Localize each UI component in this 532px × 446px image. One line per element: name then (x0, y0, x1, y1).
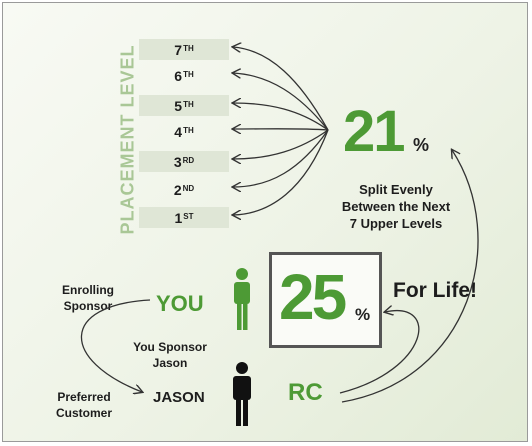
for-life-caption: For Life! (393, 279, 477, 302)
level-3-num: 3 (173, 153, 182, 170)
level-2-suffix: ND (182, 184, 195, 193)
level-6-num: 6 (174, 67, 183, 84)
level-4-num: 4 (174, 123, 183, 140)
preferred-line-2: Customer (55, 406, 112, 420)
level-6-suffix: TH (183, 70, 194, 79)
you-to-jason-arrow (80, 299, 151, 392)
direct-share-value: 25 (279, 261, 347, 333)
direct-share-box (269, 252, 382, 348)
enrolling-line-1: Enrolling (62, 283, 114, 297)
level-3-suffix: RD (182, 156, 195, 165)
upper-share-unit: % (413, 135, 430, 155)
rc-to-21-arrow (341, 150, 479, 403)
direct-share-unit: % (355, 305, 371, 324)
arrow-to-level-7 (233, 47, 329, 131)
split-evenly-text: Split Evenly Between the Next 7 Upper Le… (311, 181, 481, 232)
you-sponsor-jason-label: You Sponsor Jason (125, 339, 215, 371)
person-jason-icon (233, 362, 251, 426)
arrow-to-level-3 (233, 129, 329, 159)
arrow-to-level-5 (233, 103, 329, 131)
sponsor-line-2: Jason (152, 356, 188, 370)
level-7-num: 7 (174, 41, 183, 58)
level-7-suffix: TH (183, 44, 194, 53)
level-4-suffix: TH (183, 126, 194, 135)
level-arrows (233, 47, 329, 215)
arrow-to-level-6 (233, 73, 329, 131)
arrow-to-level-2 (233, 129, 329, 187)
split-line-2: Between the Next (341, 199, 451, 214)
jason-label: JASON (153, 389, 205, 406)
arrow-to-level-1 (233, 129, 329, 215)
split-line-3: 7 Upper Levels (349, 216, 443, 231)
person-you-icon (234, 268, 250, 330)
level-1-suffix: ST (183, 212, 194, 221)
rc-to-25-arrow (339, 311, 420, 394)
you-label: YOU (156, 291, 204, 316)
preferred-line-1: Preferred (57, 390, 111, 404)
enrolling-line-2: Sponsor (63, 299, 113, 313)
sponsor-line-1: You Sponsor (133, 340, 207, 354)
level-2-num: 2 (173, 181, 182, 198)
rc-label: RC (288, 379, 323, 406)
split-line-1: Split Evenly (359, 182, 433, 197)
enrolling-sponsor-label: Enrolling Sponsor (53, 282, 123, 314)
level-1-num: 1 (174, 209, 183, 226)
preferred-customer-label: Preferred Customer (39, 389, 129, 421)
level-5-suffix: TH (183, 100, 194, 109)
arrow-to-level-4 (233, 129, 329, 130)
level-5-num: 5 (174, 97, 183, 114)
upper-share-value: 21 (343, 99, 405, 164)
